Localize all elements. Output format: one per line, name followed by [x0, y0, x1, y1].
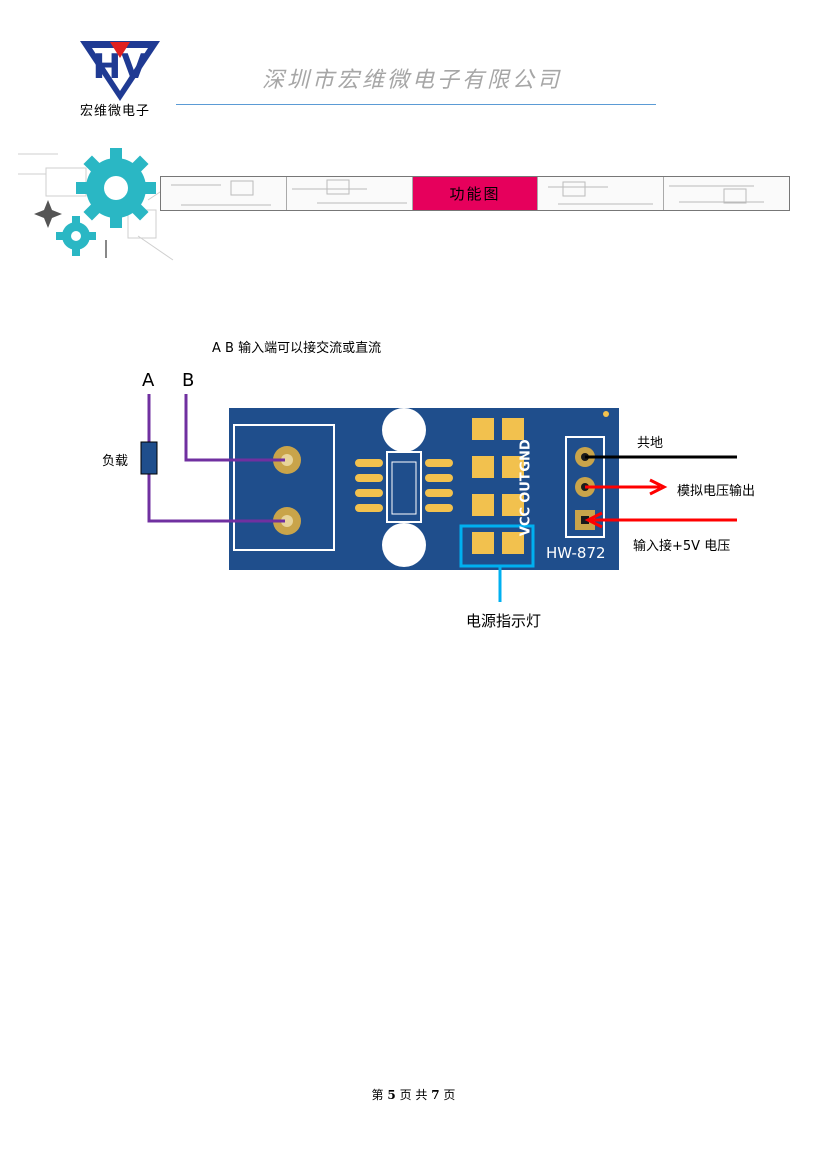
logo-caption: 宏维微电子 [79, 104, 150, 119]
footer-suffix: 页 [443, 1088, 456, 1102]
page-number: 5 [387, 1088, 396, 1102]
board-model: HW-872 [546, 544, 606, 562]
banner-pattern [161, 177, 287, 210]
pin-out-label: OUT [518, 472, 534, 503]
terminal-b-label: B [182, 370, 195, 391]
led-label: 电源指示灯 [466, 612, 542, 630]
pin-vcc-label: VCC [518, 506, 534, 537]
pin-labels: GND OUT VCC [519, 438, 568, 544]
footer-prefix: 第 [371, 1088, 384, 1102]
page-total: 7 [431, 1088, 440, 1102]
gnd-label: 共地 [637, 436, 664, 451]
footer-mid: 页 共 [399, 1088, 428, 1102]
banner-pattern [286, 177, 413, 210]
header-divider [176, 104, 656, 105]
company-logo: HV [70, 36, 170, 120]
page-footer: 第 5 页 共 7 页 [0, 1086, 827, 1103]
banner-pattern [538, 177, 665, 210]
out-label: 模拟电压输出 [677, 484, 756, 499]
banner-title: 功能图 [449, 185, 501, 203]
banner-title-box: 功能图 [412, 177, 539, 210]
terminal-a-label: A [142, 370, 155, 391]
vcc-label: 输入接+5V 电压 [633, 539, 731, 554]
section-banner: 功能图 [160, 176, 790, 211]
input-note: A B 输入端可以接交流或直流 [212, 341, 382, 356]
gear-decoration [18, 140, 179, 270]
banner-pattern [664, 177, 789, 210]
pin-gnd-label: GND [518, 439, 534, 472]
wiring-diagram: A B 负载 GND OUT VCC HW-872 共地 模拟电压输出 输入接+… [0, 360, 827, 650]
company-name: 深圳市宏维微电子有限公司 [262, 68, 563, 93]
load-label: 负载 [102, 454, 129, 469]
